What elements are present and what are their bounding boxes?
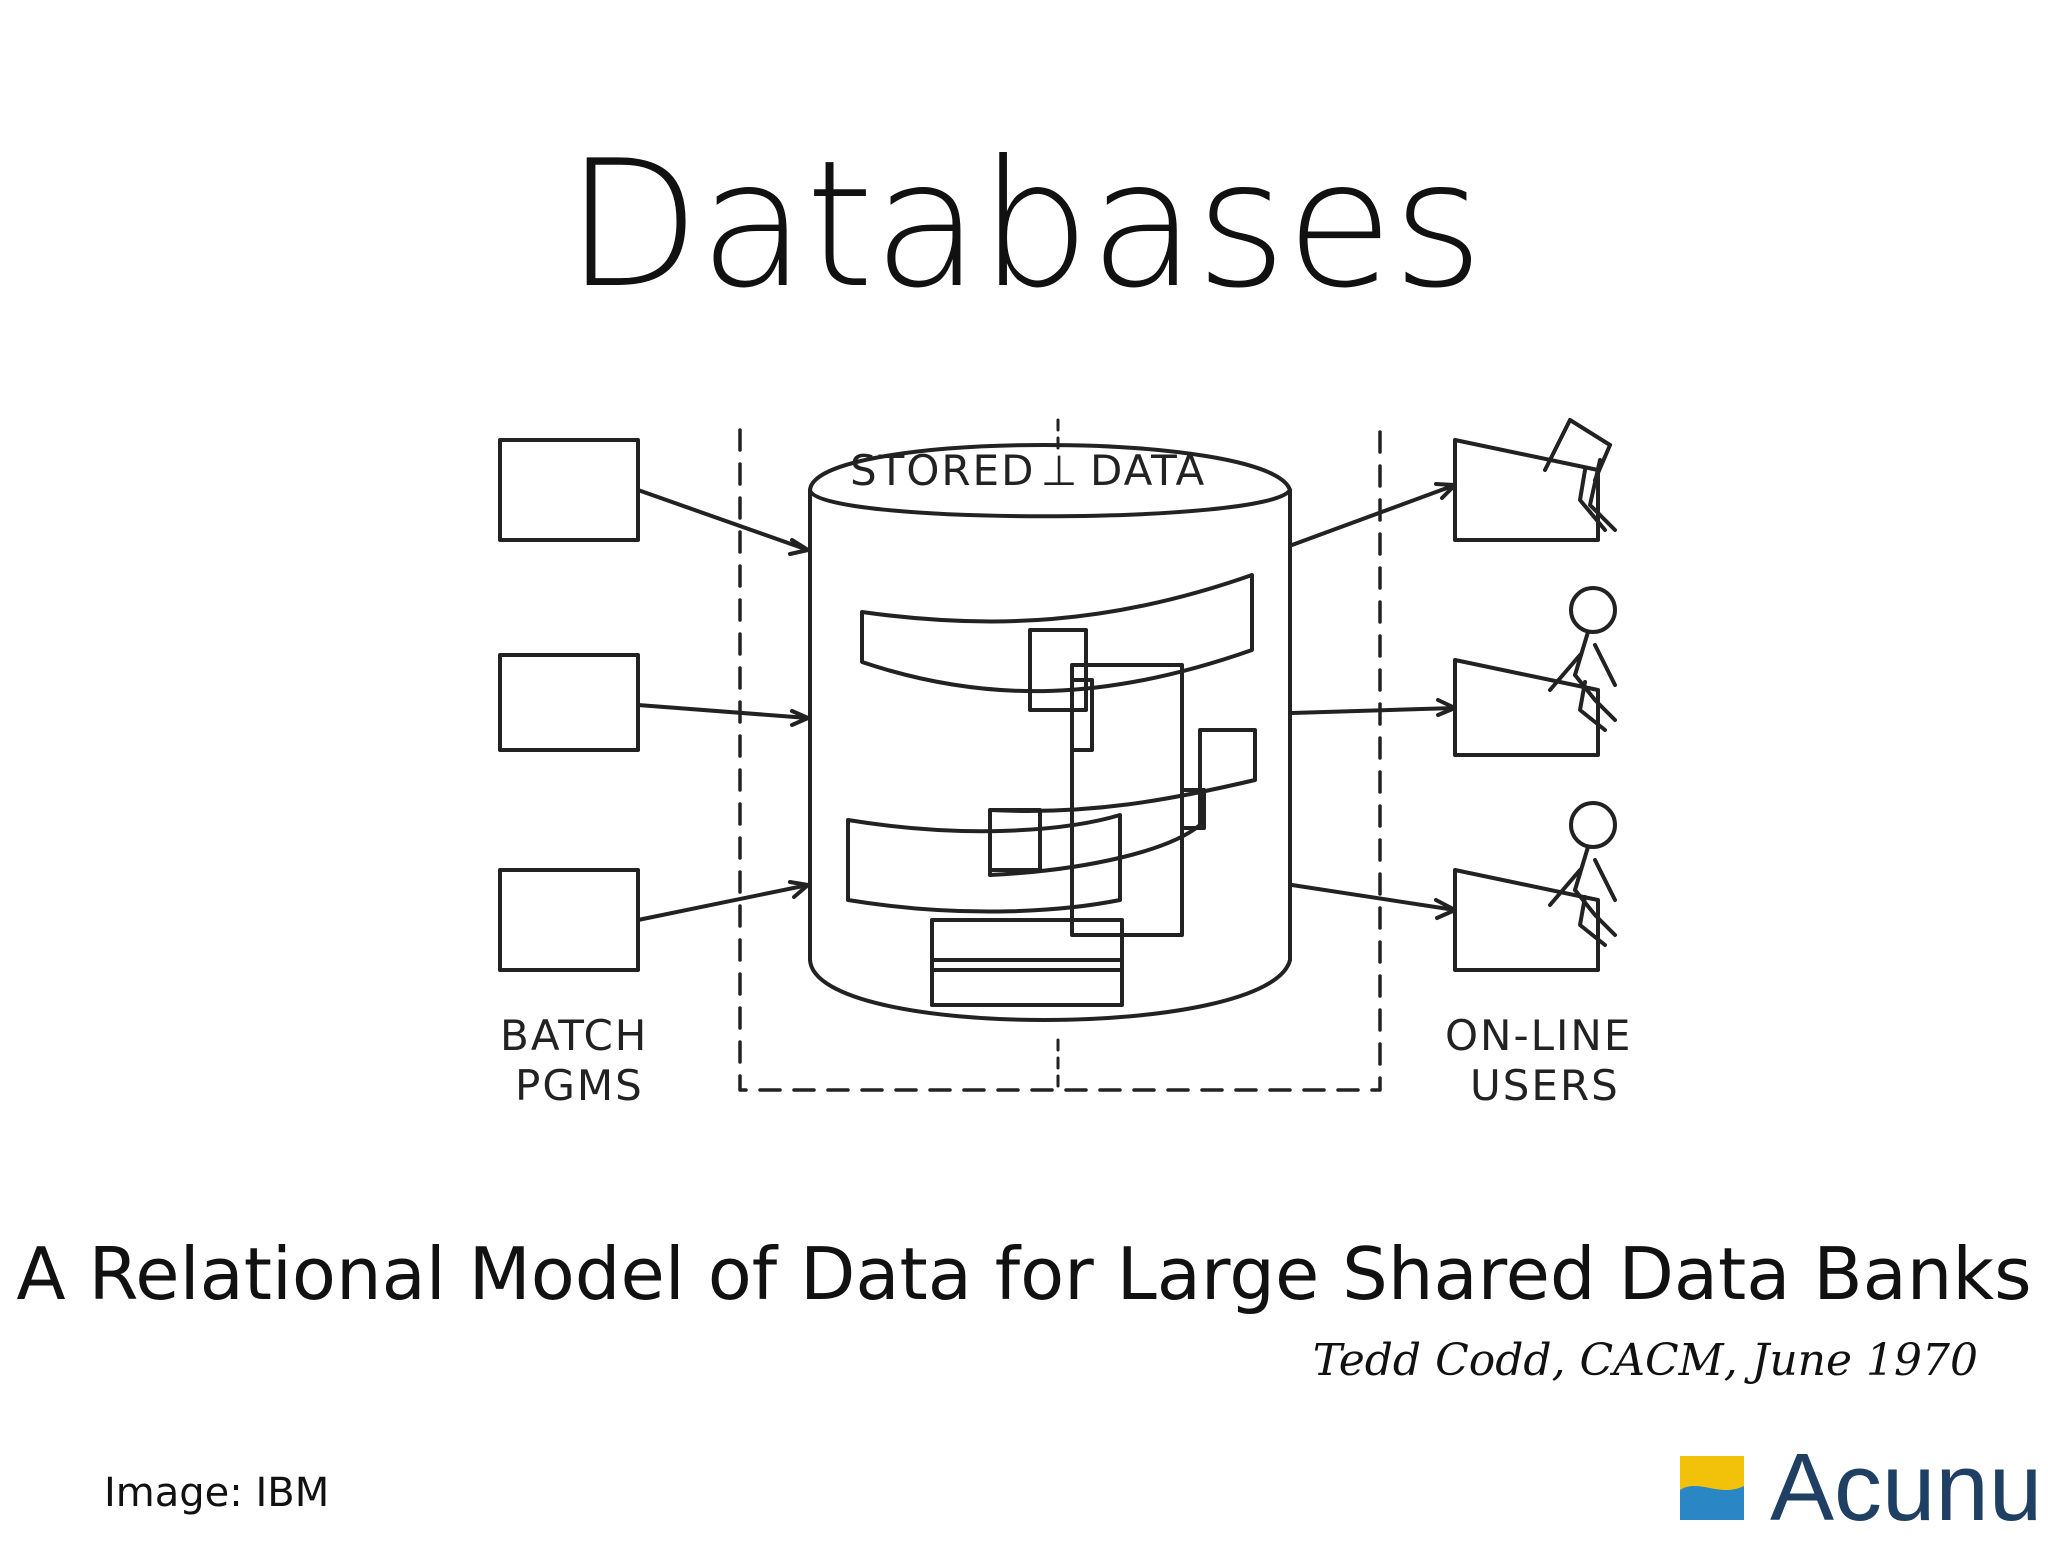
data-record-3: [988, 728, 1257, 877]
stored-label: STORED: [850, 446, 1035, 495]
user-figure-1: [1543, 418, 1617, 532]
batch-arrowhead-2: [790, 709, 810, 727]
online-label-line1: ON-LINE: [1445, 1011, 1632, 1060]
batch-program-box-1: [498, 438, 640, 542]
data-label: DATA: [1090, 446, 1206, 495]
batch-arrow-2: [636, 703, 810, 720]
data-link-box-7: [1180, 788, 1206, 830]
user-figure-3: [1548, 801, 1617, 947]
diagram-svg: STORED ⊥ DATA BATCH PGMS ON-LINE USERS: [498, 418, 1632, 1110]
user-figure-2: [1548, 586, 1617, 732]
user-arrow-3: [1290, 883, 1457, 912]
image-credit: Image: IBM: [104, 1470, 330, 1516]
acunu-logo-text: Acunu: [1770, 1434, 2043, 1541]
data-link-box-3: [1070, 678, 1094, 752]
data-record-1: [860, 573, 1254, 694]
terminal-2: [1453, 658, 1600, 757]
terminal-1: [1453, 438, 1600, 542]
data-link-box-1: [1028, 628, 1088, 712]
data-link-box-4: [930, 918, 1124, 972]
cylinder-top-rim: [808, 488, 1292, 519]
online-label-line2: USERS: [1470, 1061, 1620, 1110]
user-arrow-2: [1290, 706, 1457, 715]
acunu-logo: Acunu: [1680, 1440, 2042, 1536]
citation: Tedd Codd, CACM, June 1970: [1312, 1335, 1978, 1386]
data-link-box-5: [930, 958, 1124, 1007]
batch-arrow-1: [636, 488, 810, 552]
user-arrow-1: [1290, 483, 1457, 547]
batch-label-line1: BATCH: [500, 1011, 648, 1060]
slide-title: Databases: [565, 124, 1483, 327]
batch-program-box-3: [498, 868, 640, 972]
cylinder-body: [808, 443, 1292, 1022]
terminal-3: [1453, 868, 1600, 972]
batch-program-box-2: [498, 653, 640, 752]
data-record-2: [846, 813, 1122, 914]
batch-arrowhead-1: [788, 538, 810, 556]
batch-arrow-3: [636, 883, 810, 922]
stored-data-separator: ⊥: [1041, 446, 1080, 495]
data-link-box-6: [988, 808, 1042, 872]
paper-title: A Relational Model of Data for Large Sha…: [16, 1232, 2032, 1316]
acunu-logo-icon: [1680, 1456, 1744, 1520]
batch-label-line2: PGMS: [515, 1061, 644, 1110]
stored-data-diagram: STORED ⊥ DATA BATCH PGMS ON-LINE USERS: [470, 400, 1710, 1120]
batch-arrowhead-3: [788, 880, 810, 899]
